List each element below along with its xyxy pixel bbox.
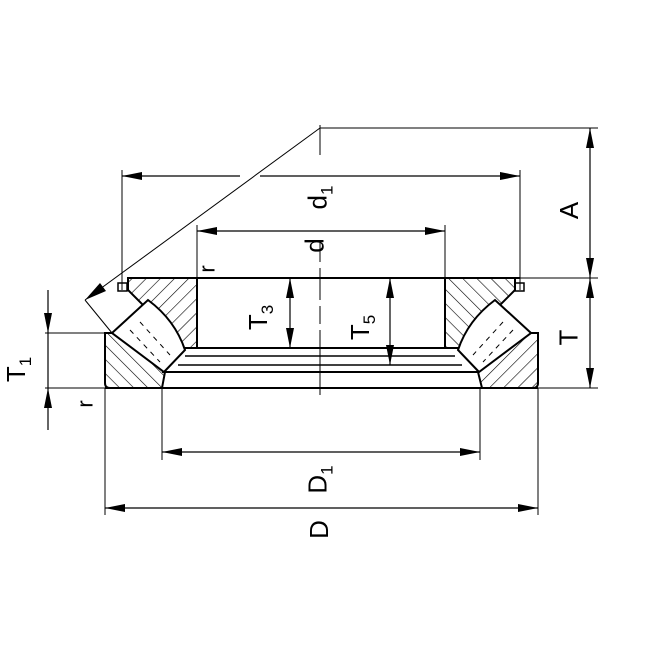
dim-label-T3: T3 [243,304,278,331]
housing-washer [104,332,539,389]
roller-dashes [129,321,514,363]
dimension-lines [44,128,594,512]
dim-label-D1: D1 [302,465,337,494]
shaft-washer [127,277,520,349]
dim-label-D: D [303,520,334,539]
radius-label-r-left: r [72,400,98,408]
rollers [110,298,533,374]
dim-label-d: d [299,238,330,253]
dim-label-T5: T5 [345,314,380,341]
dim-label-T1: T1 [1,356,36,383]
radius-label-r-top: r [194,265,220,273]
extension-lines [45,127,598,515]
dim-label-T: T [553,329,584,346]
dim-label-d1: d1 [302,185,337,210]
dim-label-A: A [554,201,585,220]
diagonal-arrowhead [85,283,106,300]
